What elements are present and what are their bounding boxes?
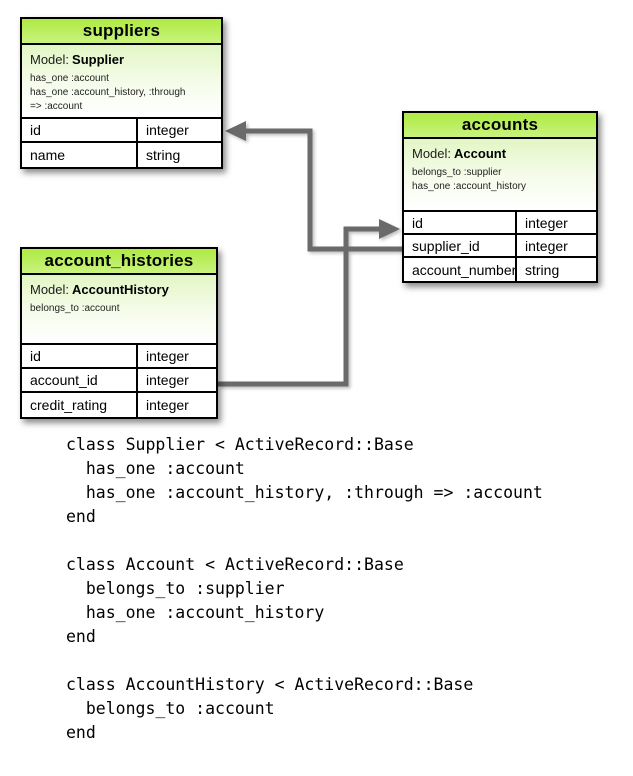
association-line: belongs_to :account xyxy=(30,303,120,314)
table-title: suppliers xyxy=(22,19,221,45)
column-type-cell: string xyxy=(146,147,181,163)
table-row: credit_rating integer xyxy=(22,393,216,417)
column-type-cell: integer xyxy=(146,122,189,138)
model-name: Account xyxy=(454,146,507,161)
model-label: Model: xyxy=(412,146,452,161)
table-row: name string xyxy=(22,143,221,167)
column-name-cell: id xyxy=(22,119,138,141)
code-line: belongs_to :account xyxy=(66,699,275,718)
model-line: Model:AccountHistory xyxy=(30,282,210,297)
association-line: => :account xyxy=(30,101,83,112)
model-name: Supplier xyxy=(72,52,125,67)
arrowhead-right-icon xyxy=(379,219,400,239)
column-rows: id integer supplier_id integer account_n… xyxy=(404,212,596,281)
code-line: has_one :account_history xyxy=(66,603,325,622)
code-line: belongs_to :supplier xyxy=(66,579,285,598)
arrowhead-left-icon xyxy=(225,121,246,141)
column-type-cell: integer xyxy=(525,237,568,254)
code-line: end xyxy=(66,627,96,646)
table-title: accounts xyxy=(404,113,596,139)
code-line: class AccountHistory < ActiveRecord::Bas… xyxy=(66,675,474,694)
relation-arrow-line xyxy=(218,226,381,387)
table-row: id integer xyxy=(22,119,221,143)
activerecord-code: class Supplier < ActiveRecord::Base has_… xyxy=(66,433,543,745)
association-line: has_one :account xyxy=(30,73,109,84)
code-block-account: class Account < ActiveRecord::Base belon… xyxy=(66,553,543,649)
code-line: has_one :account_history, :through => :a… xyxy=(66,483,543,502)
column-type-cell: integer xyxy=(525,214,568,231)
table-row: id integer xyxy=(404,212,596,235)
code-line: end xyxy=(66,507,96,526)
column-name-cell: supplier_id xyxy=(404,235,517,256)
code-line: end xyxy=(66,723,96,742)
table-suppliers: suppliers Model:Supplier has_one :accoun… xyxy=(20,17,223,169)
association-line: has_one :account_history xyxy=(412,181,526,192)
code-line: class Account < ActiveRecord::Base xyxy=(66,555,404,574)
column-rows: id integer account_id integer credit_rat… xyxy=(22,345,216,417)
model-line: Model:Supplier xyxy=(30,52,215,67)
association-line: belongs_to :supplier xyxy=(412,167,502,178)
column-name-cell: account_number xyxy=(404,258,517,281)
column-name-cell: name xyxy=(22,143,138,167)
column-name-cell: id xyxy=(404,212,517,233)
relation-arrow-line xyxy=(244,128,402,252)
table-row: id integer xyxy=(22,345,216,369)
column-type-cell: integer xyxy=(146,397,189,413)
relation-arrow-histories-to-accounts xyxy=(218,219,400,387)
code-block-supplier: class Supplier < ActiveRecord::Base has_… xyxy=(66,433,543,529)
model-section: Model:Supplier has_one :account has_one … xyxy=(22,45,221,119)
model-label: Model: xyxy=(30,52,70,67)
table-row: account_number string xyxy=(404,258,596,281)
association-line: has_one :account_history, :through xyxy=(30,87,186,98)
code-line: has_one :account xyxy=(66,459,245,478)
model-section: Model:AccountHistory belongs_to :account xyxy=(22,275,216,345)
table-account-histories: account_histories Model:AccountHistory b… xyxy=(20,247,218,419)
table-row: account_id integer xyxy=(22,369,216,393)
model-section: Model:Account belongs_to :supplier has_o… xyxy=(404,139,596,212)
column-name-cell: credit_rating xyxy=(22,393,138,417)
relation-arrow-accounts-to-suppliers xyxy=(225,121,402,252)
model-name: AccountHistory xyxy=(72,282,169,297)
code-block-account-history: class AccountHistory < ActiveRecord::Bas… xyxy=(66,673,543,745)
column-type-cell: integer xyxy=(146,348,189,364)
table-row: supplier_id integer xyxy=(404,235,596,258)
column-name-cell: account_id xyxy=(22,369,138,391)
column-type-cell: integer xyxy=(146,372,189,388)
column-rows: id integer name string xyxy=(22,119,221,167)
model-line: Model:Account xyxy=(412,146,590,161)
table-title: account_histories xyxy=(22,249,216,275)
model-label: Model: xyxy=(30,282,70,297)
column-name-cell: id xyxy=(22,345,138,367)
column-type-cell: string xyxy=(525,261,560,278)
code-line: class Supplier < ActiveRecord::Base xyxy=(66,435,414,454)
table-accounts: accounts Model:Account belongs_to :suppl… xyxy=(402,111,598,283)
